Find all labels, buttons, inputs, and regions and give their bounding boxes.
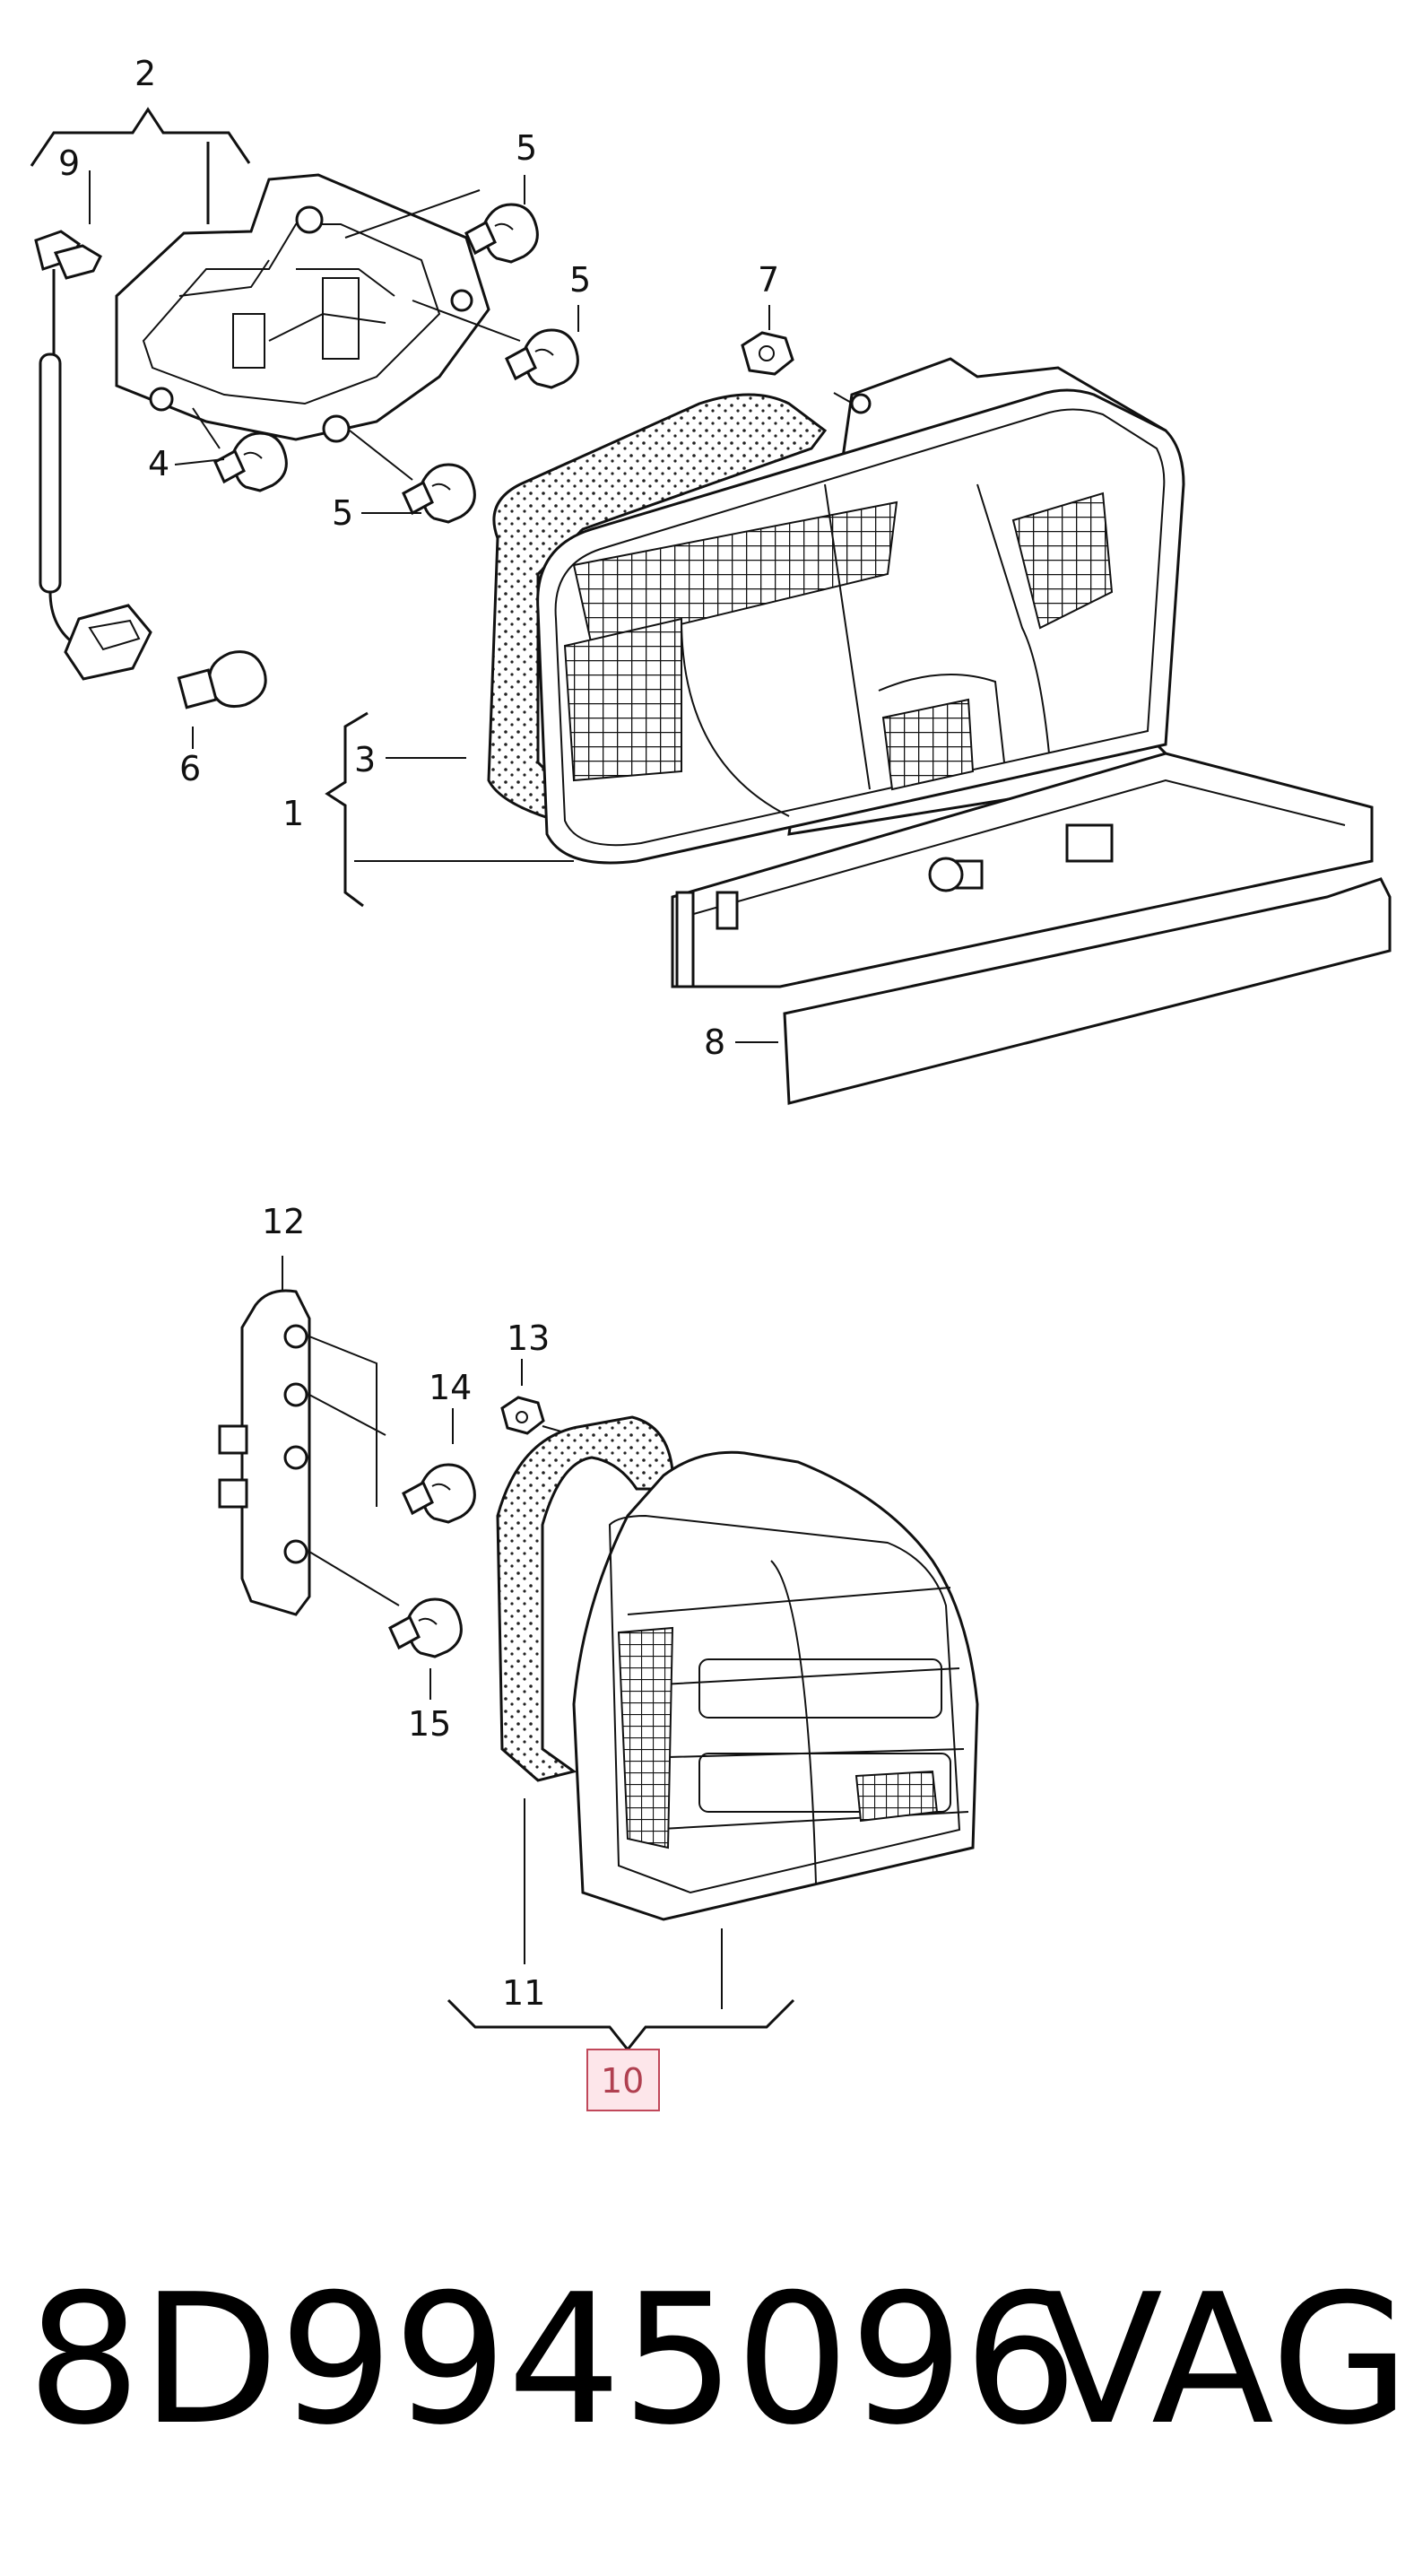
callout-14: 14 <box>429 1368 472 1407</box>
callout-11: 11 <box>502 1973 545 2013</box>
callout-8: 8 <box>704 1023 725 1062</box>
nut-7 <box>741 305 794 376</box>
callout-3: 3 <box>354 740 376 779</box>
trim-strip-8 <box>671 752 1392 1105</box>
bulb-14 <box>402 1463 476 1524</box>
lower-assembly <box>218 1256 979 2111</box>
bulb-15 <box>388 1597 463 1658</box>
callout-1: 1 <box>282 794 304 833</box>
bulb-holder-upper <box>115 173 490 443</box>
bracket-item-1 <box>325 711 574 908</box>
callout-5-top: 5 <box>516 128 537 168</box>
brand-caption: VAG <box>1040 2256 1410 2465</box>
callout-9: 9 <box>58 144 80 183</box>
nut-13 <box>500 1359 575 1436</box>
part-number-caption: 8D9945096 <box>27 2256 1078 2465</box>
callout-15: 15 <box>408 1704 451 1744</box>
bulb-holder-12 <box>218 1256 400 1616</box>
bulb-4 <box>213 431 288 492</box>
callout-7: 7 <box>758 260 779 300</box>
gasket-3 <box>487 393 828 836</box>
wiring-harness-9 <box>34 170 152 681</box>
bulb-5-middle <box>505 328 579 389</box>
callout-10-highlight <box>586 2049 660 2111</box>
callout-6: 6 <box>179 749 201 788</box>
callout-12: 12 <box>262 1202 305 1241</box>
callout-2: 2 <box>134 54 156 93</box>
upper-assembly <box>30 107 1392 1105</box>
callout-5-lower: 5 <box>332 493 353 533</box>
callout-5-middle: 5 <box>569 260 591 300</box>
callout-13: 13 <box>507 1318 550 1358</box>
tail-lamp-housing-1 <box>536 357 1187 865</box>
callout-4: 4 <box>148 444 169 483</box>
bulb-5-top <box>464 203 539 264</box>
callout-10: 10 <box>601 2061 644 2101</box>
bulb-6 <box>177 650 267 709</box>
tail-lamp-10 <box>572 1450 979 2009</box>
